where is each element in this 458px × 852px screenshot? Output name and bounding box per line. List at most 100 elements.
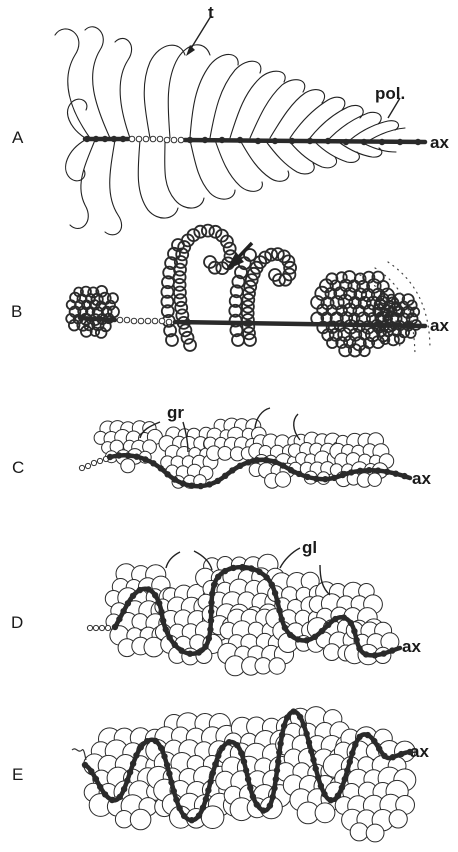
axon-bead [239,564,245,570]
axon-bead [371,738,377,744]
axon-bead [287,632,293,638]
label-t: t [208,3,214,22]
label-gl: gl [302,538,317,557]
axon-bead [127,769,133,775]
axon-bead [107,454,113,460]
axon-bead [254,457,260,463]
axon-bead [229,467,235,473]
axon-bead [164,471,170,477]
axon-bead [211,582,217,588]
axon-bead [321,791,327,797]
axon-bead [181,813,187,819]
panel-letter-e: E [12,765,23,784]
axon-bead [325,622,331,628]
axon-bead [318,783,324,789]
panel-letter-c: C [12,458,24,477]
axon-bead [196,812,202,818]
axon-bead [341,614,347,620]
axon-bead [138,744,144,750]
axon-bead [93,776,99,782]
arrowhead-t [186,45,195,56]
cell [218,447,232,461]
label-gr: gr [167,403,184,422]
axon-bead [340,472,346,478]
axon-bead [304,637,310,643]
axon-bead [205,787,211,793]
axon-bead [117,794,123,800]
axon-bead [173,797,179,803]
axon-bead [187,651,193,657]
axon-bead [168,779,174,785]
label-arrow-gl [280,548,300,568]
axon-bead [297,714,303,720]
axon-bead [384,469,390,475]
axon-bead [172,476,178,482]
axon-bead [267,802,273,808]
axon-bead [196,649,202,655]
axon-bead [313,476,319,482]
axon-bead [245,776,251,782]
axon-bead [176,805,182,811]
axon-bead [158,609,164,615]
axon-bead [272,590,278,596]
axon-bead [315,774,321,780]
axon-bead [116,616,122,622]
axon-bead [125,600,131,606]
axon-bead [130,761,136,767]
axon-bead [206,481,212,487]
axon-bead [376,746,382,752]
cell [184,339,196,351]
axon-bead [279,732,285,738]
axon-bead [270,794,276,800]
axon-bead [206,635,212,641]
axon-bead [208,617,214,623]
axon-bead [219,745,225,751]
axon-bead [351,628,357,634]
axon-bead [226,739,232,745]
axon-bead [366,467,372,473]
axon-bead [348,620,354,626]
panel-a: A [12,3,449,235]
axon-bead [133,752,139,758]
axon-bead [166,771,172,777]
axon-bead [381,650,387,656]
cell [182,332,194,344]
axon-bead [158,745,164,751]
axon-bead [215,478,221,484]
axon-bead [352,742,358,748]
axon-bead [274,599,280,605]
cell [366,824,384,842]
axon-bead [254,801,260,807]
cell [368,473,381,486]
axon-bead [234,742,240,748]
axon-bead [356,734,362,740]
axon-bead [134,454,140,460]
axon-bead [189,817,195,823]
axon-bead [276,749,282,755]
cell [130,809,151,830]
axon-bead [349,750,355,756]
axon-bead [308,748,314,754]
axon-bead [272,459,278,465]
axon-bead [156,600,162,606]
axon-bead [390,754,396,760]
axon-bead [263,457,269,463]
cell [269,658,285,674]
axon-bead [295,636,301,642]
axon-bead [248,565,254,571]
axon-bead [88,768,94,774]
axon-bead [247,785,253,791]
axon-bead [284,714,290,720]
axon-bead [202,644,208,650]
axon-bead [97,784,103,790]
axon-bead [116,452,122,458]
axon-bead [332,616,338,622]
axon-a [84,136,425,145]
cell [350,823,368,841]
tentacle-bundle [55,27,405,235]
axon-bead [347,759,353,765]
axon-bead [306,739,312,745]
axon-bead [158,465,164,471]
axon-bead [276,607,282,613]
axon-bead [245,459,251,465]
